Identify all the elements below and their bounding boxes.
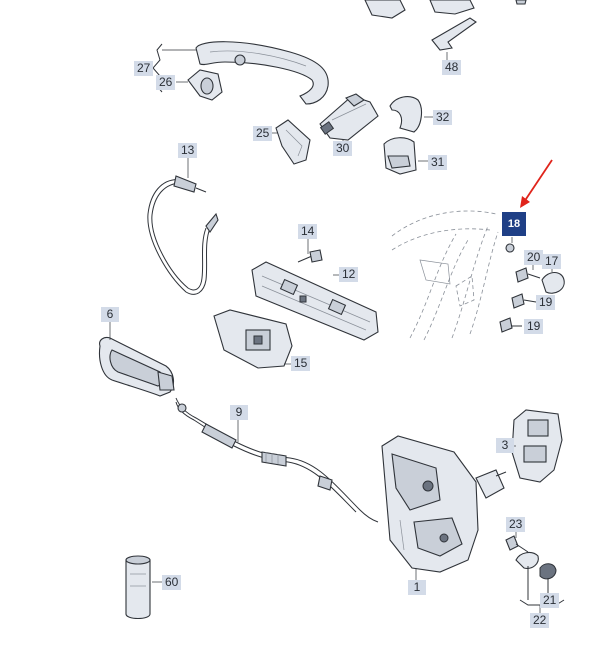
part-48-rod (431, 17, 477, 60)
callout-31: 31 (428, 155, 448, 170)
callout-19-lower: 19 (524, 319, 544, 334)
part-1-door-lock (381, 435, 507, 580)
part-25-gasket (272, 119, 311, 165)
part-60-grease-tube (125, 555, 164, 620)
callout-30: 30 (333, 141, 353, 156)
callout-18-highlighted: 18 (502, 212, 526, 236)
part-30-lock-cylinder (319, 93, 379, 146)
part-6-inner-handle (98, 322, 175, 397)
callout-26: 26 (156, 75, 176, 90)
part-23-screw (505, 532, 529, 553)
part-13-cable (147, 158, 219, 295)
top-partial-part (364, 0, 527, 19)
callout-14: 14 (298, 224, 318, 239)
callout-22: 22 (530, 613, 550, 628)
part-18-clip (505, 237, 515, 253)
part-32-cap (389, 96, 433, 133)
callout-23: 23 (506, 517, 526, 532)
part-9-cable (175, 397, 379, 523)
callout-6: 6 (101, 307, 119, 322)
red-pointer-arrow (520, 159, 553, 208)
part-17-cap (541, 268, 565, 294)
callout-9: 9 (230, 405, 248, 420)
callout-25: 25 (253, 126, 273, 141)
part-14-screw (297, 238, 323, 263)
callout-15: 15 (291, 356, 311, 371)
callout-60: 60 (162, 575, 182, 590)
door-frame-sketch (391, 210, 499, 341)
callout-27: 27 (134, 61, 154, 76)
callout-48: 48 (442, 60, 462, 75)
callout-13: 13 (178, 143, 198, 158)
callout-19-upper: 19 (536, 295, 556, 310)
callout-20: 20 (524, 250, 544, 265)
part-15-bracket (213, 309, 293, 369)
callout-12: 12 (339, 267, 359, 282)
part-21-22-fasteners (515, 551, 565, 616)
callout-3: 3 (496, 438, 514, 453)
outer-door-handle (195, 41, 329, 105)
part-3-latch-bracket (510, 409, 563, 483)
callout-1: 1 (408, 580, 426, 595)
callout-32: 32 (433, 110, 453, 125)
part-20-screw (515, 264, 541, 283)
callout-17: 17 (542, 254, 562, 269)
part-31-cover (383, 137, 428, 175)
part-26-handle-bracket (176, 69, 223, 101)
part-19-screws (499, 293, 537, 333)
part-12-handle-carrier (251, 261, 379, 341)
callout-21: 21 (540, 593, 560, 608)
